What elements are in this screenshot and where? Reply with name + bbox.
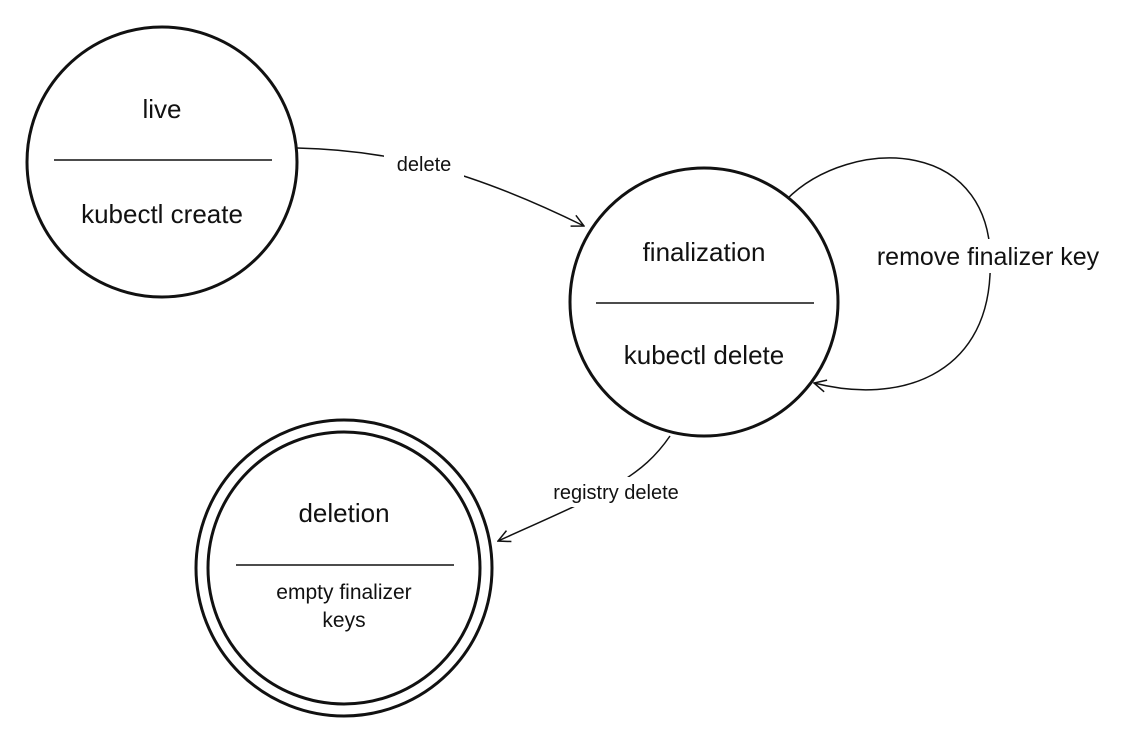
edge-label-delete: delete (397, 154, 452, 176)
edge-label-registry-delete: registry delete (553, 482, 679, 504)
edge-label-delete-group: delete (384, 150, 464, 178)
state-live-circle (25, 25, 299, 299)
state-deletion-action-line1: empty finalizer (276, 581, 411, 604)
state-live: live kubectl create (25, 25, 299, 299)
state-finalization-name: finalization (643, 237, 766, 267)
state-finalization-action: kubectl delete (624, 340, 784, 370)
state-live-action: kubectl create (81, 199, 243, 229)
state-live-name: live (142, 94, 181, 124)
edge-label-remove-finalizer-group: remove finalizer key (858, 239, 1118, 273)
state-finalization-circle (568, 166, 840, 438)
edge-label-remove-finalizer-key: remove finalizer key (877, 243, 1100, 271)
state-deletion-inner-circle (206, 430, 482, 706)
state-deletion: deletion empty finalizer keys (194, 418, 494, 718)
state-deletion-name: deletion (298, 498, 389, 528)
edge-label-registry-delete-group: registry delete (530, 477, 702, 507)
state-deletion-action-line2: keys (322, 609, 365, 632)
state-finalization: finalization kubectl delete (568, 166, 840, 438)
